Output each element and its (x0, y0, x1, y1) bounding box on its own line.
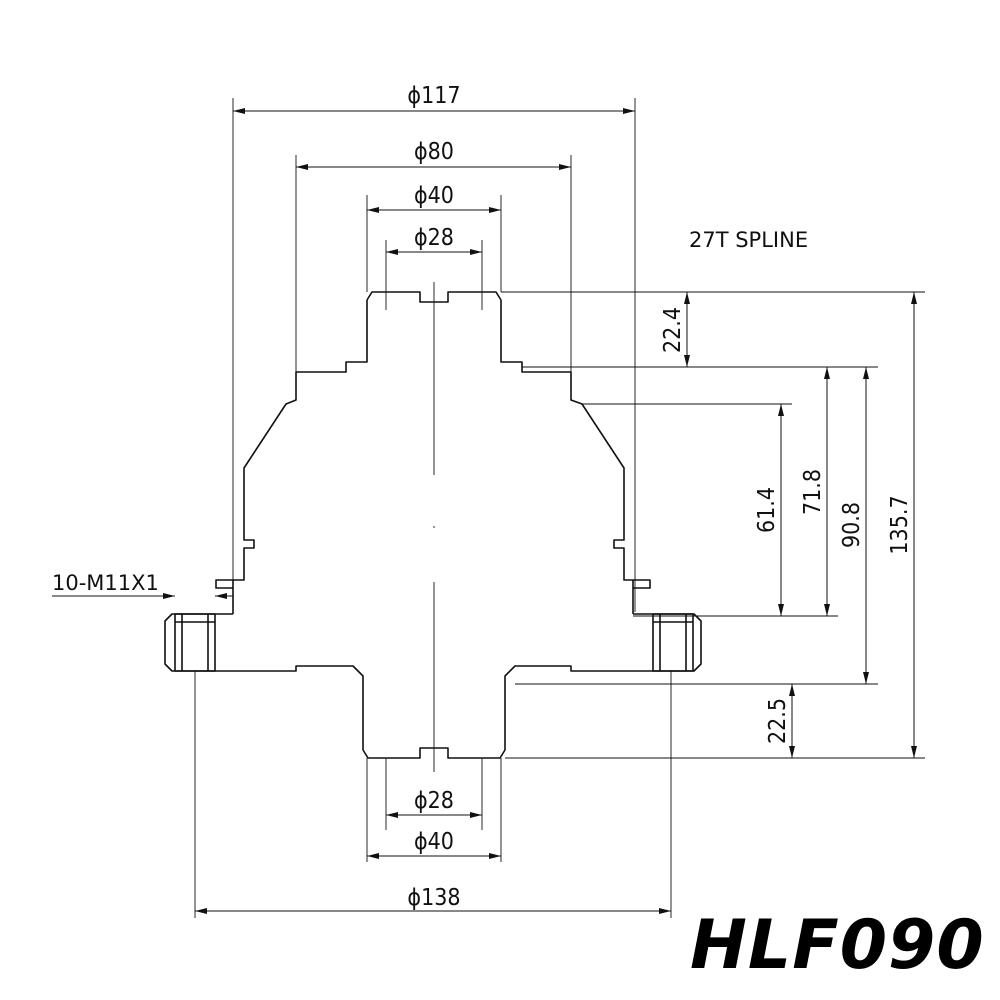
dimension-lines (52, 108, 917, 914)
label-dia-28-bottom: ϕ28 (414, 788, 454, 814)
label-dia-28-top: ϕ28 (414, 225, 454, 251)
label-height-90-8: 90.8 (839, 502, 865, 548)
label-height-22-5: 22.5 (765, 698, 791, 744)
label-dia-40-bottom: ϕ40 (414, 829, 454, 855)
label-dia-138: ϕ138 (407, 885, 460, 911)
label-height-71-8: 71.8 (800, 469, 826, 515)
dimension-labels: ϕ117 ϕ80 ϕ40 ϕ28 ϕ28 ϕ40 ϕ138 22.4 61.4 … (52, 83, 913, 911)
label-height-22-4: 22.4 (660, 307, 686, 353)
model-name: HLF090 (690, 906, 985, 985)
label-dia-117: ϕ117 (407, 83, 460, 109)
label-height-135-7: 135.7 (887, 495, 913, 554)
label-dia-40-top: ϕ40 (414, 183, 454, 209)
spline-note: 27T SPLINE (689, 228, 808, 252)
label-height-61-4: 61.4 (754, 487, 780, 533)
part-outline (164, 291, 702, 759)
label-dia-80: ϕ80 (414, 139, 454, 165)
extension-lines (194, 98, 925, 918)
centerline (433, 282, 435, 772)
bolt-note: 10-M11X1 (52, 571, 159, 595)
